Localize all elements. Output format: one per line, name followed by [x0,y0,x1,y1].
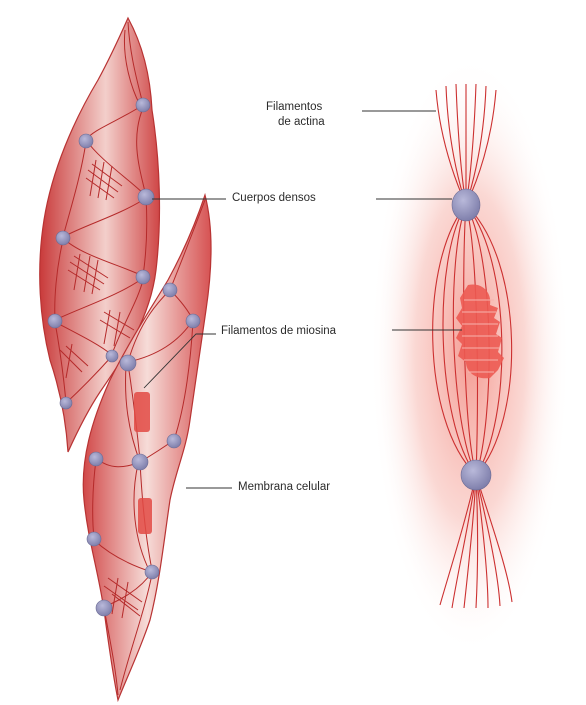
label-dense-bodies: Cuerpos densos [232,192,316,205]
dense-body-top [452,189,480,221]
dense-body-bottom [461,460,491,490]
label-actin-filaments-line2: de actina [278,116,325,129]
label-myosin-filaments: Filamentos de miosina [221,325,336,338]
contractile-unit [370,55,570,655]
label-cell-membrane: Membrana celular [238,481,330,494]
label-actin-filaments-line1: Filamentos [266,101,322,114]
